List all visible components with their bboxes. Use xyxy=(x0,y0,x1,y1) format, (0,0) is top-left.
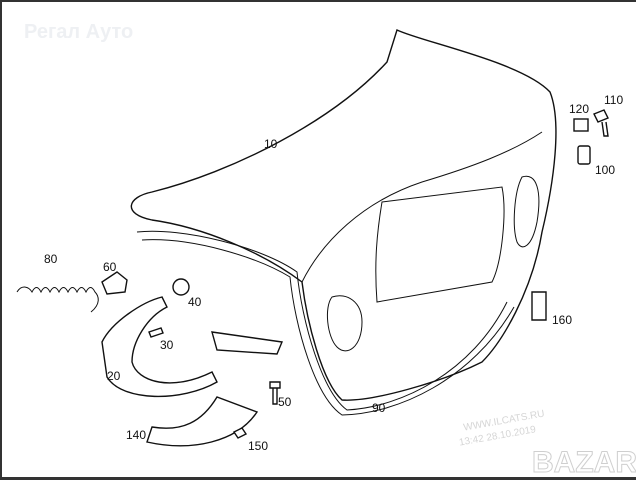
grommet-part[interactable] xyxy=(172,278,190,296)
label-100: 100 xyxy=(595,163,615,177)
screw-part[interactable] xyxy=(593,109,609,137)
trunk-lid-part[interactable] xyxy=(130,29,557,401)
label-120: 120 xyxy=(569,102,589,116)
bazar-logo: BAZAR xyxy=(532,446,636,479)
label-30: 30 xyxy=(160,338,174,352)
nut-part[interactable] xyxy=(577,145,591,165)
label-10: 10 xyxy=(264,137,278,151)
spring-part[interactable] xyxy=(16,286,99,313)
seal-part[interactable] xyxy=(136,230,515,416)
label-140: 140 xyxy=(126,428,146,442)
watermark-brand: Регал Ауто xyxy=(24,21,133,43)
label-150: 150 xyxy=(248,439,268,453)
cover-part[interactable] xyxy=(146,396,259,447)
bracket-part[interactable] xyxy=(101,271,128,295)
clip-part[interactable] xyxy=(573,118,589,132)
rivet-part[interactable] xyxy=(232,427,248,439)
label-90: 90 xyxy=(372,401,386,415)
buffer-part[interactable] xyxy=(531,291,547,321)
label-50: 50 xyxy=(278,395,292,409)
label-60: 60 xyxy=(103,260,117,274)
bolt-part[interactable] xyxy=(148,327,164,338)
label-40: 40 xyxy=(188,295,202,309)
label-160: 160 xyxy=(552,313,572,327)
hinge-bolt-part[interactable] xyxy=(269,381,281,405)
label-110: 110 xyxy=(604,93,623,107)
label-80: 80 xyxy=(44,252,58,266)
label-20: 20 xyxy=(107,369,121,383)
hinge-part[interactable] xyxy=(101,296,283,398)
